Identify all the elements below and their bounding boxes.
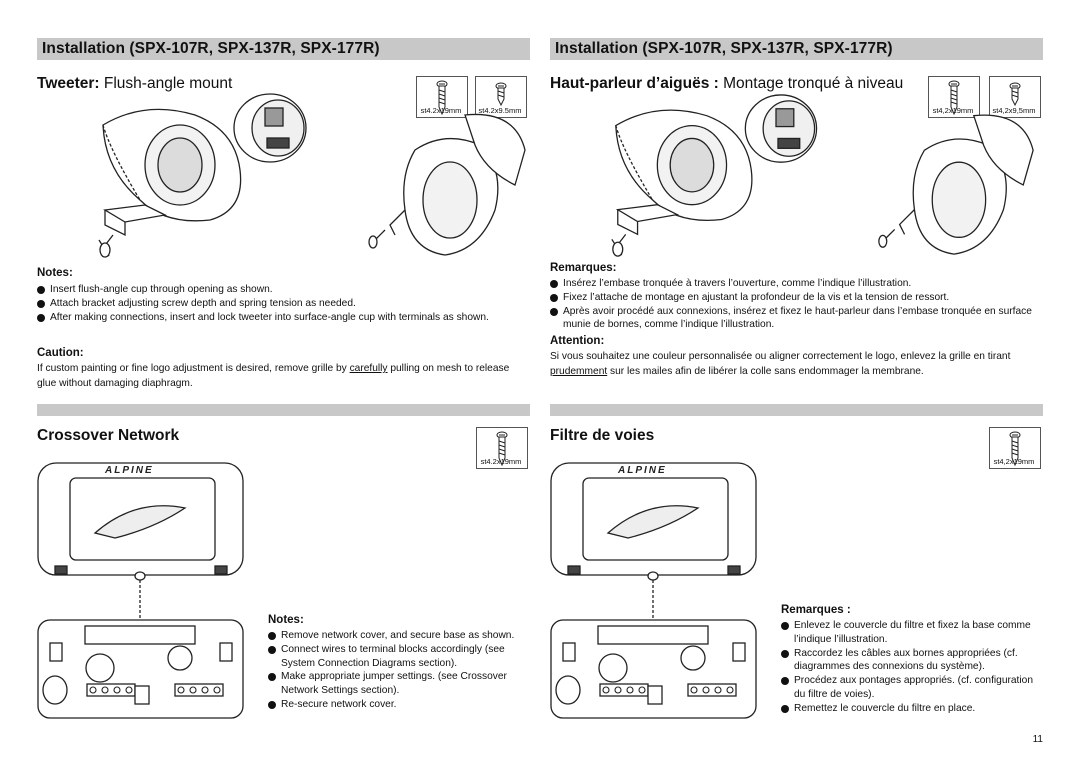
screw-icon [476, 427, 528, 469]
bullet-icon [37, 286, 45, 294]
alpine-logo: ALPINE [105, 465, 154, 476]
left-notes-list: Insert flush-angle cup through opening a… [37, 283, 512, 324]
bullet-icon [268, 673, 276, 682]
list-item: Procédez aux pontages appropriés. (cf. c… [781, 674, 1043, 702]
bullet-icon [550, 293, 558, 302]
page-number: 11 [1032, 734, 1043, 745]
bullet-icon [268, 632, 276, 640]
list-item: Connect wires to terminal blocks accordi… [268, 643, 523, 671]
screw-size-label: st4.2x19mm [480, 457, 522, 466]
screw-short-icon [475, 76, 527, 118]
list-item: Remettez le couvercle du filtre en place… [781, 702, 1043, 716]
left-notes2-title: Notes: [268, 614, 304, 626]
right-tweeter-title: Haut-parleur d’aiguës : Montage tronqué … [550, 75, 903, 93]
left-notes2-list: Remove network cover, and secure base as… [268, 629, 523, 712]
right-notes2-title: Remarques : [781, 604, 851, 616]
bullet-icon [781, 704, 789, 713]
bullet-icon [781, 649, 789, 658]
left-tweeter-title-rest: Flush-angle mount [99, 75, 233, 92]
screw-size-label: st4.2x9.5mm [478, 106, 522, 115]
right-notes-title: Remarques: [550, 262, 617, 274]
section-divider [37, 404, 530, 416]
crossover-network-illustration [550, 462, 757, 719]
left-caution-title: Caution: [37, 347, 84, 359]
list-item: Insérez l’embase tronquée à travers l’ou… [550, 277, 1042, 291]
bullet-icon [268, 645, 276, 654]
section-divider [550, 404, 1043, 416]
list-item: Enlevez le couvercle du filtre et fixez … [781, 619, 1043, 647]
alpine-logo: ALPINE [618, 465, 667, 476]
right-column: Installation (SPX-107R, SPX-137R, SPX-17… [550, 38, 1043, 60]
tweeter-mount-illustration [98, 93, 526, 258]
list-item: Insert flush-angle cup through opening a… [37, 283, 512, 297]
bullet-icon [550, 280, 558, 288]
screw-icon [416, 76, 468, 118]
screw-size-label: st4,2x19mm [993, 457, 1035, 466]
list-item: Après avoir procédé aux connexions, insé… [550, 305, 1042, 333]
left-tweeter-title: Tweeter: Flush-angle mount [37, 75, 232, 93]
screw-icon [989, 427, 1041, 469]
bullet-icon [781, 622, 789, 630]
list-item: Raccordez les câbles aux bornes appropri… [781, 647, 1043, 675]
screw-size-label: st4.2x19mm [420, 106, 462, 115]
left-caution-text: If custom painting or fine logo adjustme… [37, 363, 510, 389]
list-item: Make appropriate jumper settings. (see C… [268, 670, 523, 698]
right-caution-text: Si vous souhaitez une couleur personnali… [550, 351, 1011, 377]
tweeter-mount-illustration [611, 94, 1034, 257]
right-caution-title: Attention: [550, 335, 605, 347]
left-notes-title: Notes: [37, 267, 73, 279]
bullet-icon [781, 677, 789, 686]
bullet-icon [37, 313, 45, 322]
left-tweeter-title-bold: Tweeter: [37, 75, 100, 92]
screw-icon [928, 76, 980, 118]
list-item: Fixez l’attache de montage en ajustant l… [550, 291, 1042, 305]
list-item: Re-secure network cover. [268, 698, 523, 712]
right-tweeter-title-rest: Montage tronqué à niveau [718, 75, 904, 92]
screw-size-label: st4,2x19mm [932, 106, 974, 115]
list-item: Remove network cover, and secure base as… [268, 629, 523, 643]
left-header: Installation (SPX-107R, SPX-137R, SPX-17… [37, 38, 530, 60]
right-tweeter-title-bold: Haut-parleur d’aiguës : [550, 75, 719, 92]
screw-short-icon [989, 76, 1041, 118]
right-notes-list: Insérez l’embase tronquée à travers l’ou… [550, 277, 1042, 332]
left-crossover-title: Crossover Network [37, 427, 180, 444]
crossover-network-illustration [37, 462, 244, 719]
bullet-icon [37, 299, 45, 308]
list-item: Attach bracket adjusting screw depth and… [37, 297, 512, 311]
bullet-icon [550, 307, 558, 316]
left-column: Installation (SPX-107R, SPX-137R, SPX-17… [37, 38, 530, 60]
right-header: Installation (SPX-107R, SPX-137R, SPX-17… [550, 38, 1043, 60]
right-crossover-title: Filtre de voies [550, 427, 655, 444]
right-notes2-list: Enlevez le couvercle du filtre et fixez … [781, 619, 1043, 716]
bullet-icon [268, 700, 276, 709]
screw-size-label: st4,2x9,5mm [992, 106, 1036, 115]
list-item: After making connections, insert and loc… [37, 311, 512, 325]
